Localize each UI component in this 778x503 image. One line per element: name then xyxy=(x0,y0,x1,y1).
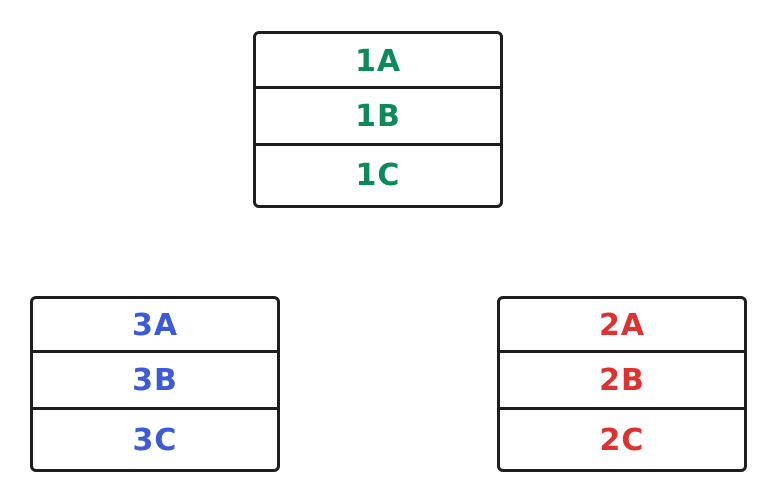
stack-2-divider-2 xyxy=(497,407,747,410)
stack-3-cell-c: 3C xyxy=(132,422,178,458)
stack-3-divider-1 xyxy=(30,350,280,353)
stack-1-divider-2 xyxy=(253,143,503,146)
stack-3-cell-b: 3B xyxy=(132,362,178,398)
stack-2-divider-1 xyxy=(497,350,747,353)
stack-1-box: 1A 1B 1C xyxy=(253,31,503,208)
stack-1-divider-1 xyxy=(253,86,503,89)
stack-2-cell-a: 2A xyxy=(598,307,646,343)
stack-2-cell-c: 2C xyxy=(599,422,645,458)
stack-3-box: 3A 3B 3C xyxy=(30,296,280,472)
stack-2-cell-b: 2B xyxy=(599,362,645,398)
stack-1-cell-a: 1A xyxy=(354,43,402,79)
stack-3-divider-2 xyxy=(30,407,280,410)
stack-3-cell-a: 3A xyxy=(131,307,179,343)
stack-2-box: 2A 2B 2C xyxy=(497,296,747,472)
stack-1-cell-c: 1C xyxy=(355,158,401,193)
stack-1-cell-b: 1B xyxy=(355,98,401,134)
